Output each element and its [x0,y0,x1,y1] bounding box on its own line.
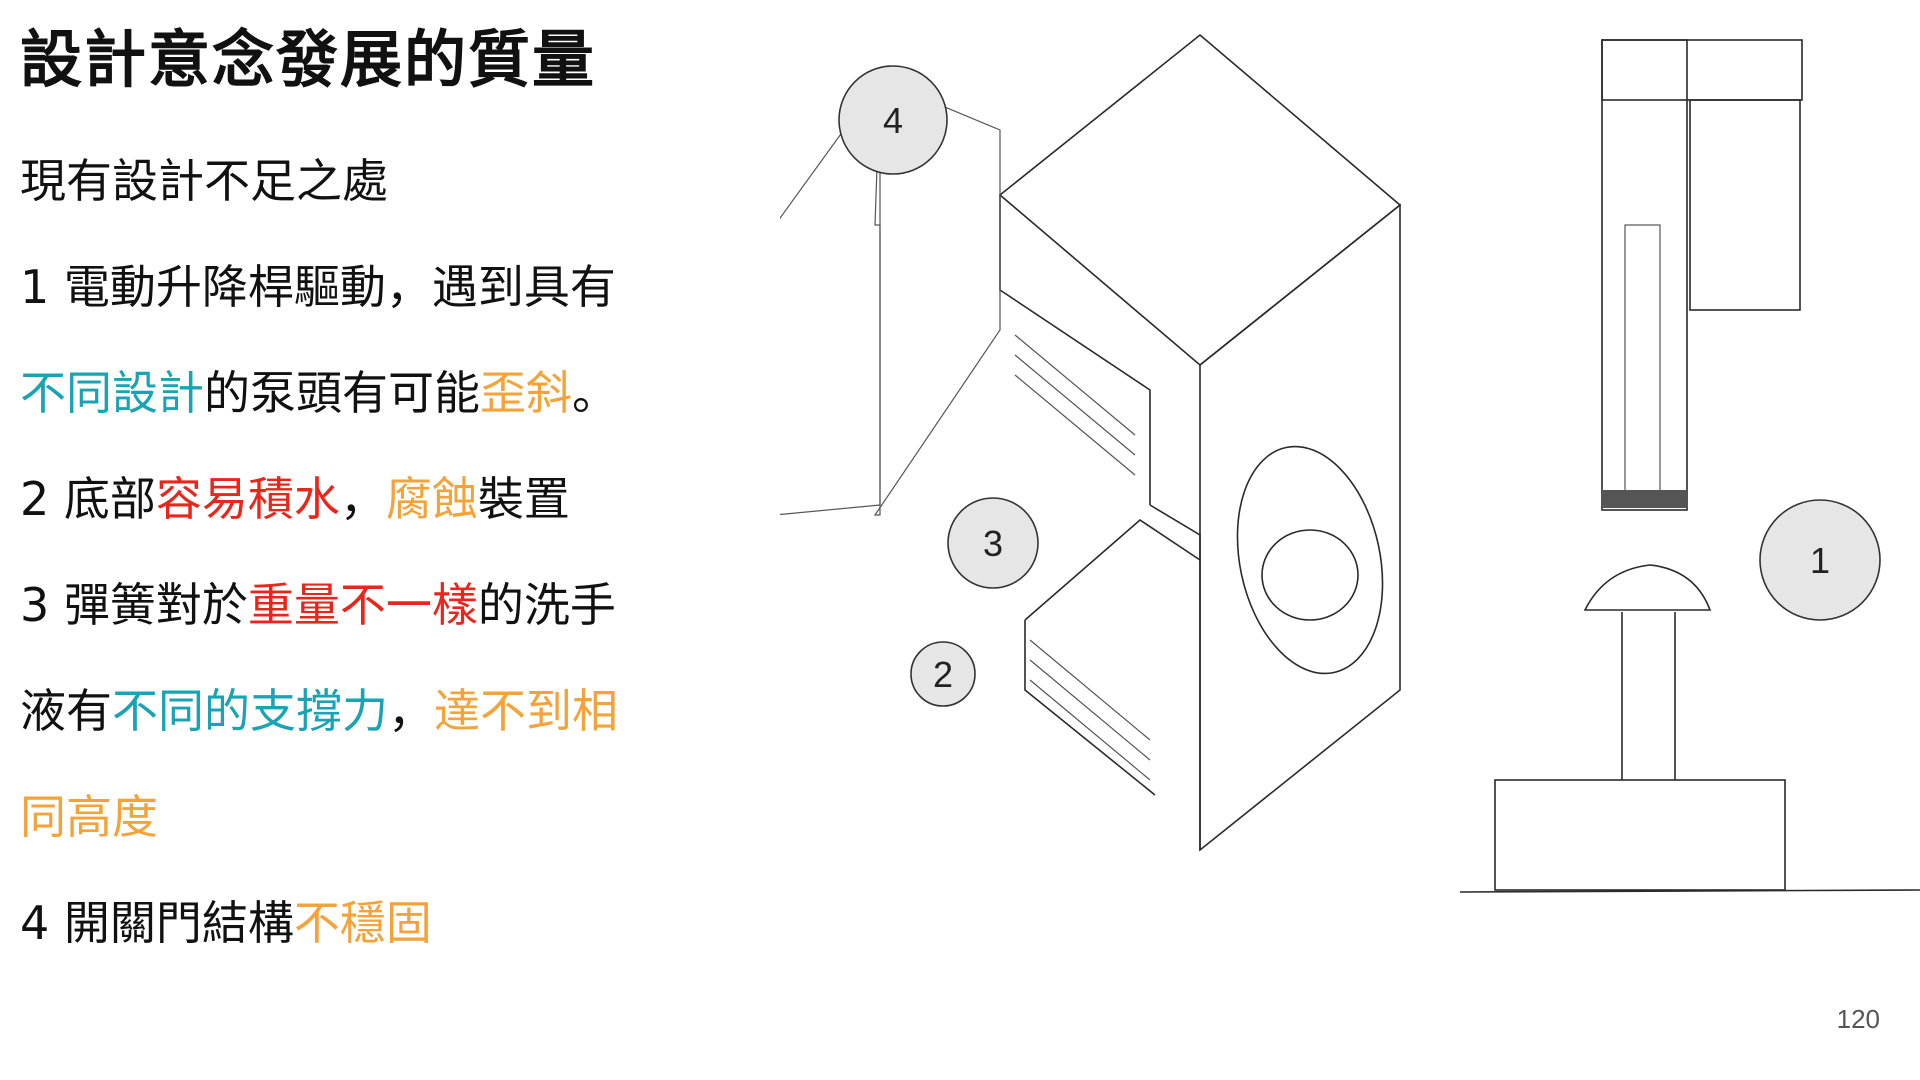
list-item-1-continued: 不同設計的泵頭有可能歪斜。 [20,340,740,446]
slide-title: 設計意念發展的質量 [20,23,597,96]
list-item-3-continued-2: 同高度 [20,764,740,870]
callout-3: 3 [947,497,1039,589]
text-segment: 液有 [20,684,112,738]
pump-sketch [1459,39,1920,893]
list-item-3-continued: 液有不同的支撐力，達不到相 [20,658,740,764]
list-item-4: 4 開關門結構不穩固 [20,870,740,976]
list-heading: 現有設計不足之處 [20,128,740,234]
sketch-drawing: 4 3 2 1 [774,33,1920,893]
design-sketch: 4 3 2 1 [774,0,1920,900]
text-segment: 1 電動升降桿驅動，遇到具有 [20,260,616,314]
list-item-3: 3 彈簧對於重量不一樣的洗手 [20,552,740,658]
callout-label: 4 [883,100,903,141]
text-segment: 現有設計不足之處 [20,154,388,208]
page-number: 120 [1836,1004,1880,1034]
callout-label: 3 [983,523,1003,564]
text-segment: 的泵頭有可能 [204,366,480,420]
callout-2: 2 [910,641,976,707]
text-segment: 裝置 [477,472,570,526]
callout-label: 1 [1810,540,1830,581]
list-item-2: 2 底部容易積水，腐蝕裝置 [20,446,740,552]
text-segment: 2 底部 [20,472,156,526]
text-segment: ， [388,684,434,738]
text-segment: 4 開關門結構 [20,896,294,950]
text-segment: ， [339,472,386,526]
text-segment: 腐蝕 [385,472,478,526]
callout-4: 4 [838,65,948,175]
text-segment: 重量不一樣 [247,578,478,632]
text-segment: 3 彈簧對於 [20,578,248,632]
callout-label: 2 [933,654,953,695]
text-segment: 同高度 [20,790,158,844]
text-segment: 歪斜 [480,366,572,420]
list-item-1: 1 電動升降桿驅動，遇到具有 [20,234,740,340]
text-segment: 不同的支撐力 [112,684,388,738]
cabinet-sketch [774,33,1402,852]
text-segment: 不穩固 [293,896,432,950]
text-segment: 。 [572,366,618,420]
text-segment: 的洗手 [477,578,616,632]
text-segment: 達不到相 [434,684,618,738]
text-segment: 容易積水 [155,472,340,526]
deficiency-list: 現有設計不足之處 1 電動升降桿驅動，遇到具有 不同設計的泵頭有可能歪斜。 2 … [20,128,740,976]
text-segment: 不同設計 [20,366,204,420]
callout-1: 1 [1759,499,1881,621]
